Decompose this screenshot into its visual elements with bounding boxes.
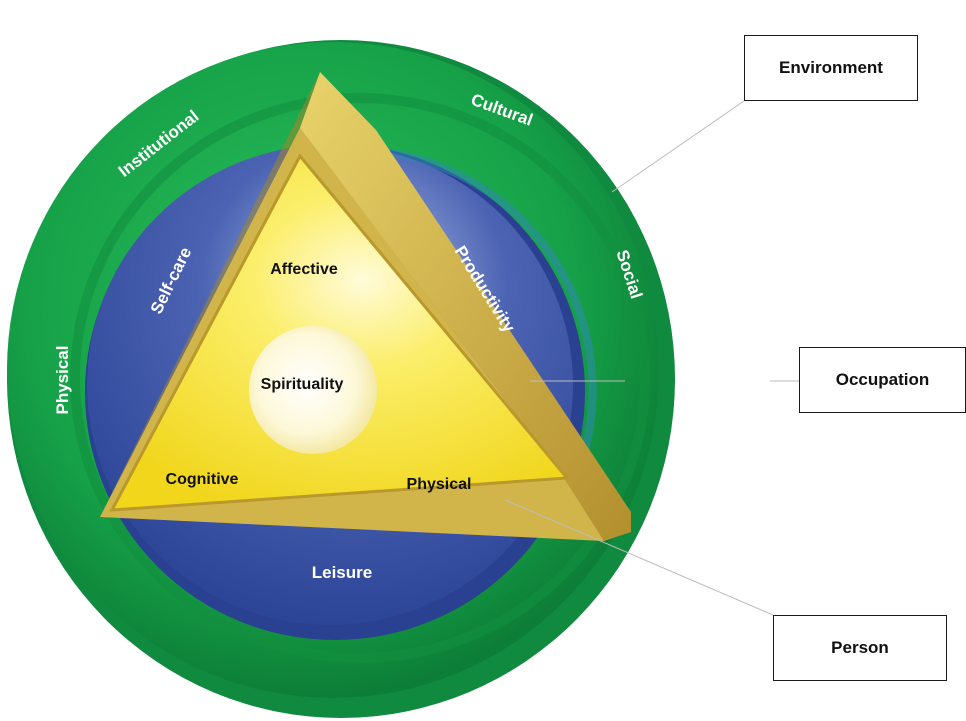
occupation-callout: Occupation	[799, 347, 966, 413]
environment-callout-label: Environment	[779, 58, 883, 77]
occupation-leisure-label: Leisure	[312, 563, 372, 582]
person-callout: Person	[773, 615, 947, 681]
person-callout-label: Person	[831, 638, 889, 657]
leader-lines	[504, 100, 799, 616]
person-physical-label: Physical	[407, 476, 472, 493]
environment-callout: Environment	[744, 35, 918, 101]
environment-physical-label: Physical	[53, 346, 72, 415]
person-spirituality-label: Spirituality	[261, 376, 344, 393]
spirituality-core	[249, 326, 377, 454]
occupation-callout-label: Occupation	[835, 370, 930, 389]
person-triangle	[100, 72, 631, 541]
person-cognitive-label: Cognitive	[166, 471, 239, 488]
person-affective-label: Affective	[270, 261, 338, 278]
